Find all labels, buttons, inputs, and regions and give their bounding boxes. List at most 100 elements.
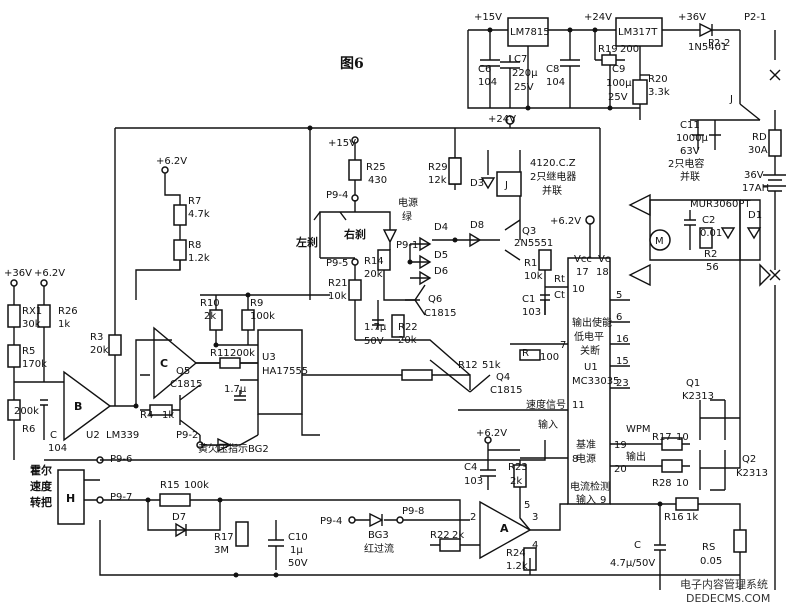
label-r14-value: 20k [364,269,383,280]
label-r6: R6 [22,424,35,435]
label-c10-voltage: 50V [288,558,308,569]
label-d4: D4 [434,222,448,233]
label-c10-value: 1μ [290,545,303,556]
label-current-input: 输入 [576,493,596,506]
label-r24-value: 1.2k [506,561,528,572]
comparator-a [479,500,532,560]
label-r22-upper: R22 [398,322,418,333]
label-hall-h: H [66,492,75,505]
label-c8: C8 [546,64,559,75]
label-speed: 速度 [30,479,53,493]
label-r11: R11 [210,348,230,359]
label-pin11: 11 [572,400,585,411]
label-c10: C10 [288,532,308,543]
label-c11-voltage: 63V [680,146,700,157]
label-pin19: 19 [614,440,627,451]
label-r-100: 100 [540,352,559,363]
label-p2-2: P2-2 [708,38,730,49]
label-q1: Q1 [686,378,700,389]
label-u1-plus62: +6.2V [550,216,581,227]
label-left-cap-value: 104 [48,443,67,454]
watermark-cn: 电子内容管理系统 [680,577,768,591]
label-relay-note1: 4120.C.Z [530,158,576,169]
label-c11-value: 1000μ [676,133,708,144]
label-vcc: Vcc [574,254,592,265]
label-pin17: 17 [576,267,589,278]
label-q6-part: C1815 [424,308,456,319]
label-hall: 霍尔 [30,463,52,477]
label-lm317: LM317T [618,27,658,38]
label-c2-value: 0.01 [700,228,722,239]
label-reference: 基准 [576,438,596,451]
label-right-brake: 右刹 [343,227,366,241]
in5401-diode [699,22,714,38]
label-vc: Vc [598,254,610,265]
u3-ha17555 [257,329,303,415]
label-r9-value: 100k [250,311,275,322]
label-mc33035: MC33035 [572,376,619,387]
label-rt: Rt [554,274,565,285]
label-plus24-top: +24V [584,12,612,23]
label-mur3060pt: MUR3060PT [690,199,751,210]
label-d5: D5 [434,250,448,261]
label-r5-value: 170k [22,359,47,370]
hall-sensor [57,469,85,525]
label-pin8: 8 [572,454,578,465]
label-c9-voltage: 25V [608,92,628,103]
bottom-section [44,436,740,578]
label-r25: R25 [366,162,386,173]
label-relay-note3: 并联 [542,184,562,197]
label-r5: R5 [22,346,35,357]
label-r-sub: R [522,348,529,359]
label-pin10: 10 [572,284,585,295]
label-a-pin2: 2 [470,512,476,523]
label-r23: R23 [508,462,528,473]
label-bg3: BG3 [368,530,389,541]
label-r16-value: 1k [686,512,698,523]
label-p9-7: P9-7 [110,492,132,503]
label-r29-value: 12k [428,175,447,186]
label-pin7: 7 [560,340,566,351]
power-supply-section [467,17,761,121]
label-relay-j: J [504,180,508,191]
label-pin6: 6 [616,312,622,323]
label-r17-lower: R17 [214,532,234,543]
label-throttle: 转把 [30,495,52,509]
motor [649,229,671,251]
label-current-cap-value: 4.7μ/50V [610,558,655,569]
label-r29: R29 [428,162,448,173]
label-q2-part: K2313 [736,468,768,479]
label-r6-value: 200k [14,406,39,417]
label-q3: Q3 [522,226,536,237]
label-r14: R14 [364,256,384,267]
label-r3: R3 [90,332,103,343]
label-left-plus36: +36V [4,268,32,279]
label-r22-lower-value: 2k [452,530,464,541]
label-rs: RS [702,542,715,553]
u1-mc33035 [458,128,690,505]
label-speed-signal: 速度信号 [526,398,566,411]
label-q1-part: K2313 [682,391,714,402]
comparator-b [63,370,112,442]
label-c11-note1: 2只电容 [668,157,704,170]
label-u3-cap: 1.7μ [224,384,247,395]
label-amp-b: B [74,400,82,413]
label-amp-c: C [160,357,168,370]
label-r12: R12 [458,360,478,371]
label-pin16: 16 [616,334,629,345]
label-q4-part: C1815 [490,385,522,396]
label-r17-lower-value: 3M [214,545,229,556]
label-c11: C11 [680,120,700,131]
label-r22-upper-value: 20k [398,335,417,346]
label-r3-value: 20k [90,345,109,356]
label-p9-4-top: P9-4 [326,190,348,201]
label-r2-value: 56 [706,262,719,273]
label-overcurrent-red: 红过流 [364,542,394,555]
label-speed-input: 输入 [538,418,558,431]
label-p9-1: P9-1 [396,240,418,251]
label-r8-value: 1.2k [188,253,210,264]
label-a-pin5: 5 [524,500,530,511]
label-p9-2: P9-2 [176,430,198,441]
